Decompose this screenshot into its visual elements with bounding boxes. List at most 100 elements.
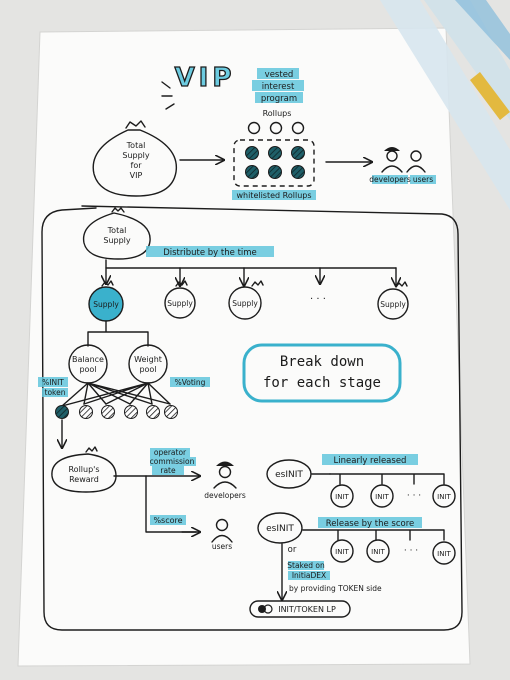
staked-line-1: Staked on [287, 561, 325, 570]
bag-label-line-1: Total [126, 141, 146, 150]
whitelisted-rollup [268, 146, 282, 160]
pool-distribution-lines [61, 382, 171, 407]
bag-label-line-3: for [131, 161, 143, 170]
rollups-reward-line-2: Reward [69, 475, 99, 484]
user-icon [406, 150, 426, 173]
rollup-target [101, 405, 115, 419]
init-score-3: INIT [437, 550, 451, 558]
stage-total-supply-line-1: Total [107, 226, 127, 235]
init-score-1: INIT [335, 548, 349, 556]
init-score-ellipsis: · · · [404, 546, 418, 556]
init-linear-3: INIT [437, 493, 451, 501]
init-token-line-1: %INIT [42, 378, 64, 387]
weight-pool-line-1: Weight [134, 355, 162, 364]
break-down-line-1: Break down [280, 354, 364, 370]
rollups-group: Rollups whitelisted Rollups [232, 109, 316, 200]
rollup-target [164, 405, 178, 419]
vip-title: VIP [175, 63, 236, 93]
esinit-score-label: esINIT [266, 524, 294, 534]
supply-label-2: Supply [167, 299, 193, 308]
esinit-linear-node: esINIT [266, 459, 312, 489]
voting-label: %Voting [175, 378, 206, 387]
title-note-interest: interest [262, 82, 295, 92]
bag-label-line-4: VIP [130, 171, 143, 180]
supply-bag: Supply [228, 280, 264, 320]
init-token-linear: INIT [370, 484, 394, 508]
init-score-2: INIT [371, 548, 385, 556]
supply-ellipsis: · · · [310, 294, 326, 305]
operator-line-2: commission [150, 457, 195, 466]
rollups-reward-bag: Rollup's Reward [51, 446, 117, 493]
whitelisted-rollup [245, 165, 259, 179]
release-score-label: Release by the score [326, 519, 415, 529]
init-token-score: INIT [432, 541, 456, 565]
rollup-target [146, 405, 160, 419]
stage-total-supply-bag: Total Supply [82, 207, 151, 260]
stage-frame [41, 205, 463, 631]
whitelisted-rollup [268, 165, 282, 179]
staked-line-3: by providing TOKEN side [289, 584, 382, 593]
rollup-circle [247, 121, 261, 135]
init-linear-ellipsis: · · · [407, 491, 421, 501]
paper-sheet [17, 27, 471, 667]
init-token-score: INIT [366, 539, 390, 563]
supply-bag: Supply [377, 281, 409, 320]
bag-label-line-2: Supply [122, 151, 150, 160]
rollup-target [79, 405, 93, 419]
distribute-label: Distribute by the time [163, 248, 257, 258]
stage-developers-label: developers [204, 491, 246, 500]
or-label: or [288, 545, 297, 555]
linear-release-branches [329, 473, 445, 485]
stage-developer-icon [213, 461, 237, 489]
init-token-line-2: token [45, 388, 66, 397]
whitelist-dashed-box [233, 139, 315, 187]
rollup-circle [291, 121, 305, 135]
rollup-target [124, 405, 138, 419]
marker-pens [380, 0, 510, 210]
balance-pool-line-1: Balance [72, 355, 104, 364]
stage-total-supply-line-2: Supply [103, 236, 131, 245]
score-branch-line [113, 475, 197, 533]
rollup-reward-target [55, 405, 69, 419]
stage-users-label: users [212, 542, 232, 551]
whitelisted-rollup [245, 146, 259, 160]
rollups-reward-line-1: Rollup's [68, 465, 99, 474]
whitelisted-rollup [291, 146, 305, 160]
supply-bag: Supply [164, 280, 196, 319]
break-down-line-2: for each stage [263, 375, 381, 391]
whitelisted-rollup [291, 165, 305, 179]
init-linear-2: INIT [375, 493, 389, 501]
supply-label-1: Supply [93, 300, 119, 309]
score-release-branches [302, 529, 445, 541]
lp-label: INIT/TOKEN LP [278, 605, 336, 614]
rollup-circle [269, 121, 283, 135]
init-token-score: INIT [330, 539, 354, 563]
linear-release-label: Linearly released [334, 456, 407, 466]
supply-label-3: Supply [232, 299, 258, 308]
rollups-label: Rollups [263, 109, 292, 118]
whitelisted-rollups-label: whitelisted Rollups [236, 191, 311, 200]
esinit-linear-label: esINIT [275, 470, 303, 480]
operator-line-3: rate [160, 466, 176, 475]
operator-line-1: operator [154, 448, 187, 457]
vip-title-group: VIP vested interest program [161, 62, 304, 110]
init-token-lp-pill: INIT/TOKEN LP [249, 600, 351, 618]
stage-user-icon [211, 518, 233, 543]
supply-label-5: Supply [380, 300, 406, 309]
title-note-program: program [261, 94, 297, 104]
staked-line-2: InitiaDEX [292, 571, 326, 580]
top-users-label: users [413, 175, 433, 184]
weight-pool-line-2: pool [139, 365, 156, 374]
developer-icon [381, 147, 403, 173]
balance-pool-line-2: pool [79, 365, 96, 374]
vip-supply-bag: Total Supply for VIP [92, 120, 178, 197]
top-developers-label: developers [369, 175, 411, 184]
init-linear-1: INIT [335, 493, 349, 501]
pool-split-lines [87, 320, 149, 347]
init-token-linear: INIT [330, 484, 354, 508]
score-label: %score [153, 516, 182, 525]
title-note-vested: vested [265, 70, 294, 80]
break-down-box [242, 343, 402, 403]
esinit-score-node: esINIT [257, 512, 303, 544]
